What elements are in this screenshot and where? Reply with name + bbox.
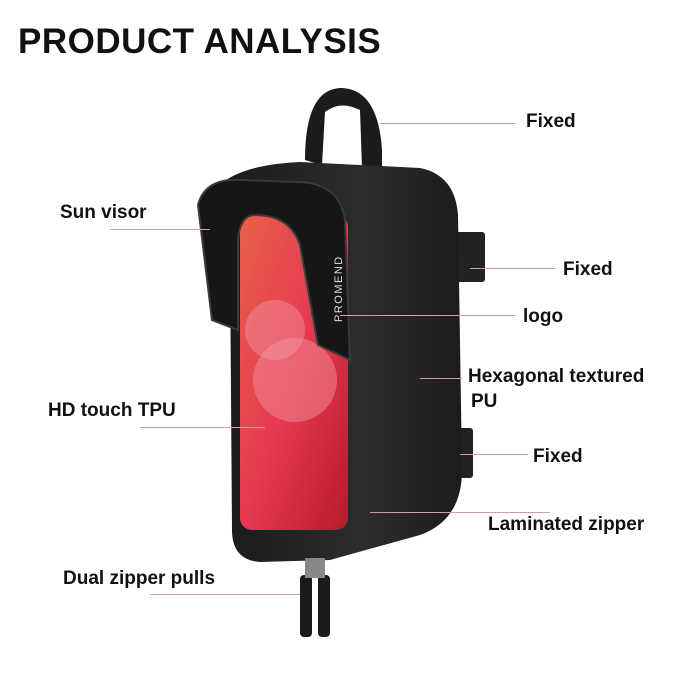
callout-line-dual-zipper bbox=[150, 594, 300, 595]
label-laminated-zipper: Laminated zipper bbox=[488, 514, 645, 535]
label-hexagonal-line1: Hexagonal textured bbox=[468, 366, 645, 387]
callout-line-fixed-top bbox=[380, 123, 515, 124]
zipper-pull-left bbox=[300, 575, 312, 637]
callout-line-logo bbox=[340, 315, 515, 316]
callout-line-sun-visor bbox=[110, 229, 210, 230]
callout-line-laminated-zipper bbox=[370, 512, 550, 513]
label-sun-visor: Sun visor bbox=[60, 202, 147, 223]
label-fixed-bottom: Fixed bbox=[533, 446, 583, 467]
zipper-pull-right bbox=[318, 575, 330, 637]
label-fixed-top: Fixed bbox=[526, 111, 576, 132]
callout-line-fixed-bottom bbox=[460, 454, 528, 455]
label-fixed-middle: Fixed bbox=[563, 259, 613, 280]
callout-line-hexagonal bbox=[420, 378, 462, 379]
callout-line-hd-touch bbox=[140, 427, 265, 428]
label-hd-touch: HD touch TPU bbox=[48, 400, 176, 421]
page-title: PRODUCT ANALYSIS bbox=[18, 22, 382, 61]
brand-logo: PROMEND bbox=[333, 255, 345, 322]
sun-visor bbox=[196, 178, 352, 362]
label-dual-zipper: Dual zipper pulls bbox=[63, 568, 216, 589]
label-hexagonal-line2: PU bbox=[471, 391, 498, 412]
top-strap bbox=[305, 88, 382, 168]
callout-line-fixed-middle bbox=[470, 268, 555, 269]
screen-wallpaper-circle bbox=[253, 338, 337, 422]
label-logo: logo bbox=[523, 306, 564, 327]
